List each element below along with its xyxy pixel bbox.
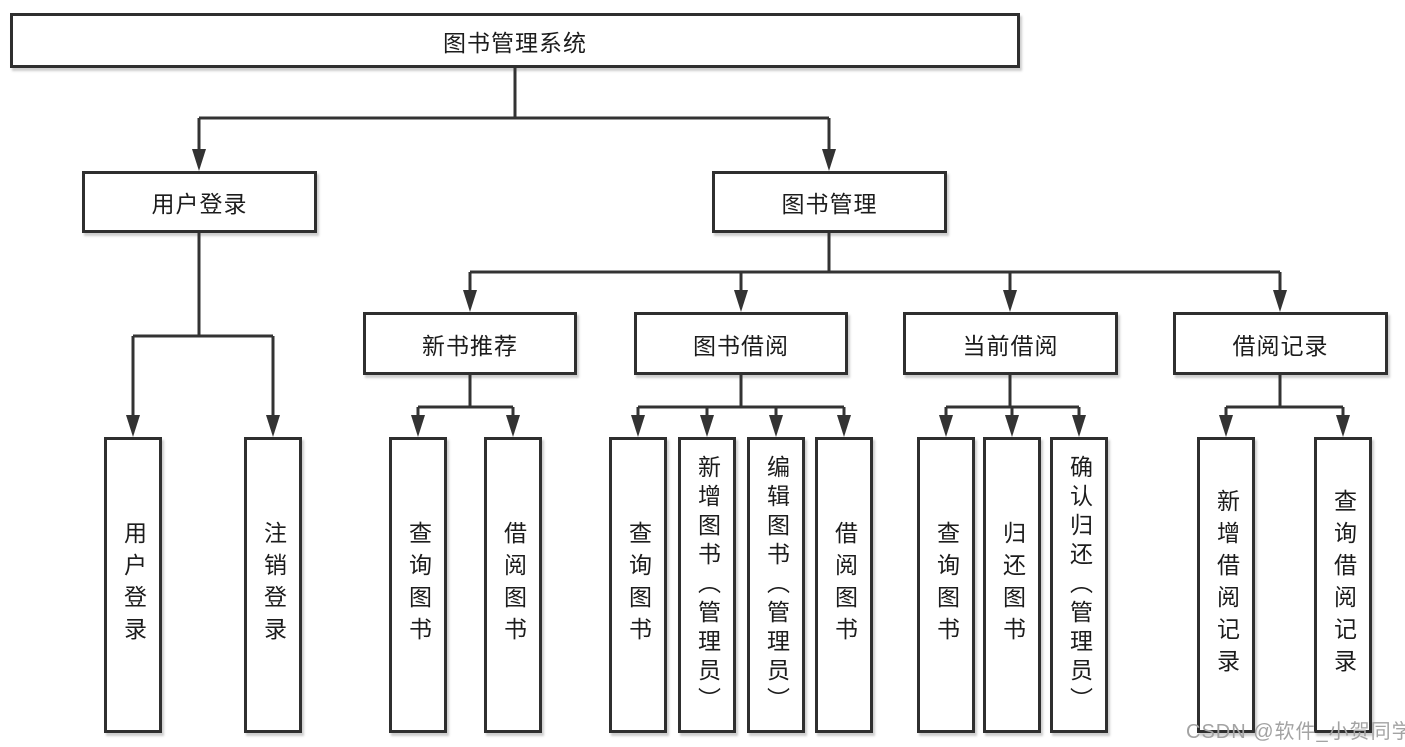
node-borrow-records: 借阅记录 <box>1173 312 1388 375</box>
node-cb-confirm-return: 确认归还（管理员） <box>1050 437 1108 733</box>
node-bb-add-book: 新增图书（管理员） <box>678 437 736 733</box>
node-cb-return-book-label: 归还图书 <box>999 521 1026 649</box>
node-cb-query-book-label: 查询图书 <box>933 521 960 649</box>
node-bb-add-book-label: 新增图书（管理员） <box>694 454 721 716</box>
node-cb-return-book: 归还图书 <box>983 437 1041 733</box>
node-nb-borrow-book: 借阅图书 <box>484 437 542 733</box>
csdn-watermark: CSDN @软件_小贺同学 <box>1186 721 1405 743</box>
node-bb-query-book-label: 查询图书 <box>625 521 652 649</box>
node-book-mgmt-label: 图书管理 <box>781 191 878 217</box>
node-nb-borrow-book-label: 借阅图书 <box>500 521 527 649</box>
node-br-add-record-label: 新增借阅记录 <box>1213 489 1240 681</box>
node-new-book-rec: 新书推荐 <box>363 312 577 375</box>
node-br-add-record: 新增借阅记录 <box>1197 437 1255 733</box>
node-book-mgmt: 图书管理 <box>712 171 947 233</box>
node-bb-borrow-book: 借阅图书 <box>815 437 873 733</box>
node-bb-edit-book: 编辑图书（管理员） <box>747 437 805 733</box>
node-logout: 注销登录 <box>244 437 302 733</box>
node-new-book-rec-label: 新书推荐 <box>422 332 518 359</box>
node-nb-query-book-label: 查询图书 <box>405 521 432 649</box>
node-user-login-label: 用户登录 <box>120 521 147 649</box>
node-bb-query-book: 查询图书 <box>609 437 667 733</box>
node-book-borrow-label: 图书借阅 <box>693 332 789 359</box>
node-bb-edit-book-label: 编辑图书（管理员） <box>763 454 790 716</box>
node-current-borrow: 当前借阅 <box>903 312 1118 375</box>
node-root-label: 图书管理系统 <box>443 29 587 56</box>
node-br-query-record-label: 查询借阅记录 <box>1330 489 1357 681</box>
node-user-login-group-label: 用户登录 <box>151 191 248 217</box>
node-logout-label: 注销登录 <box>260 521 287 649</box>
node-current-borrow-label: 当前借阅 <box>962 332 1059 359</box>
node-nb-query-book: 查询图书 <box>389 437 447 733</box>
node-bb-borrow-book-label: 借阅图书 <box>831 521 858 649</box>
node-user-login: 用户登录 <box>104 437 162 733</box>
node-cb-query-book: 查询图书 <box>917 437 975 733</box>
node-br-query-record: 查询借阅记录 <box>1314 437 1372 733</box>
node-book-borrow: 图书借阅 <box>634 312 848 375</box>
node-borrow-records-label: 借阅记录 <box>1232 332 1329 359</box>
arrowheads <box>126 149 1350 437</box>
node-root: 图书管理系统 <box>10 13 1020 68</box>
node-user-login-group: 用户登录 <box>82 171 317 233</box>
node-cb-confirm-return-label: 确认归还（管理员） <box>1066 454 1093 716</box>
